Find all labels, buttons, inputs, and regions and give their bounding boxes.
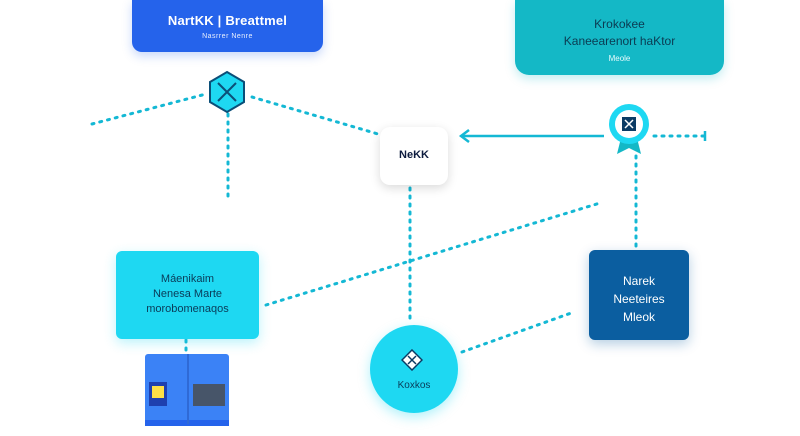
diamond-glyph-icon [401, 349, 423, 371]
node-right-line3: Mleok [622, 310, 655, 324]
node-left-line3: morobomenaqos [146, 303, 229, 315]
node-right-line1: Narek [622, 274, 655, 288]
node-top-right-line2: Kaneearenort haKtor [563, 34, 676, 48]
node-top-right-line1: Krokokee [594, 17, 645, 31]
node-left-line1: Máenikaim [160, 273, 215, 285]
connector-hex-right [250, 95, 380, 136]
arrowhead-center [458, 129, 470, 143]
node-top-left-subtitle: Nasrrer Nenre [202, 33, 253, 40]
node-top-right-line3: Meole [608, 54, 631, 63]
node-right-line2: Neeteires [613, 292, 665, 306]
node-top-right[interactable]: Krokokee Kaneearenort haKtor Meole [515, 0, 724, 75]
server-icon [145, 354, 229, 426]
hexagon-network-icon [209, 70, 245, 114]
node-center[interactable]: NeKK [380, 127, 448, 185]
node-center-label: NeKK [399, 149, 429, 161]
node-left[interactable]: Máenikaim Nenesa Marte morobomenaqos [116, 251, 259, 339]
node-left-line2: Nenesa Marte [152, 288, 223, 300]
connector-hex-left [90, 92, 208, 126]
node-circle-label: Koxkos [397, 380, 431, 391]
node-top-left[interactable]: NartKK | Breattmel Nasrrer Nenre [132, 0, 323, 52]
node-top-left-title: NartKK | Breattmel [167, 13, 288, 28]
connector-circle-right [460, 310, 576, 354]
badge-icon [609, 104, 649, 154]
node-right[interactable]: Narek Neeteires Mleok [589, 250, 689, 340]
connector-cross [264, 201, 602, 307]
